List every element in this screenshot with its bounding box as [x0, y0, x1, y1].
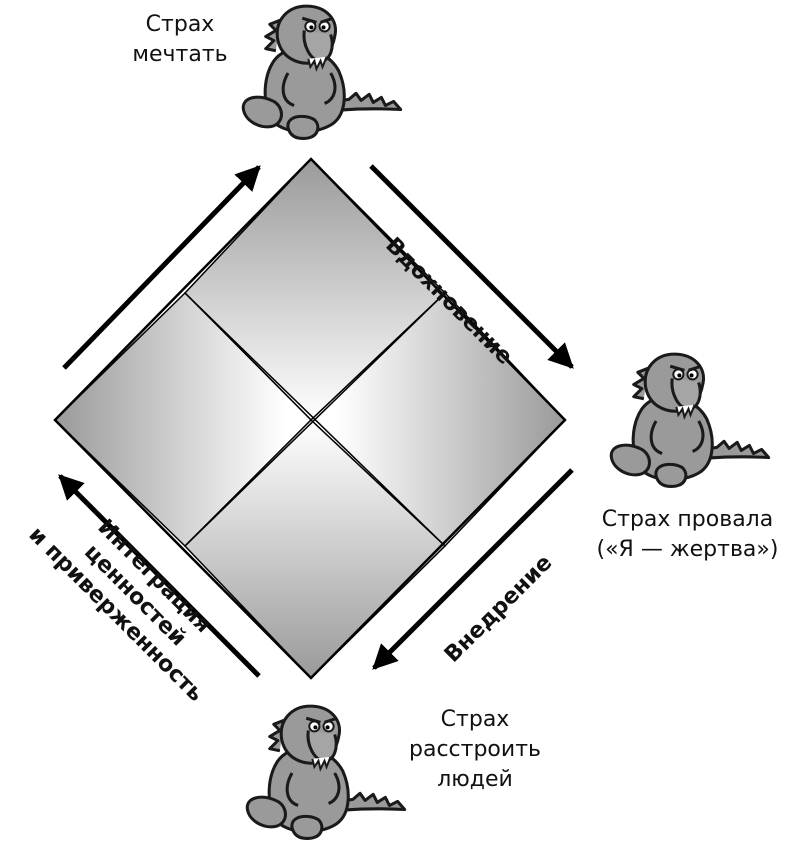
monster-icon-right — [609, 352, 771, 489]
monster-icon-top — [241, 4, 403, 141]
label-fear-failure-line1: Страх провала — [601, 507, 774, 532]
label-fear-dreaming: Страх мечтать — [132, 12, 228, 67]
diamond — [53, 157, 567, 680]
arrow-icon-bottom-left — [372, 468, 574, 670]
label-fear-failure: Страх провала («Я — жертва») — [585, 505, 790, 565]
divider-2 — [184, 292, 446, 547]
arrow-icon-left-back — [58, 474, 261, 678]
label-fear-failure-line2: («Я — жертва») — [596, 537, 779, 562]
monster-icon-bottom — [245, 704, 407, 841]
arrow-icon-left-up — [62, 165, 261, 370]
diamond-outline — [53, 157, 567, 680]
arrow-icon-right-down — [369, 164, 574, 369]
label-fear-upsetting: Страх расстроить людей — [409, 707, 541, 792]
